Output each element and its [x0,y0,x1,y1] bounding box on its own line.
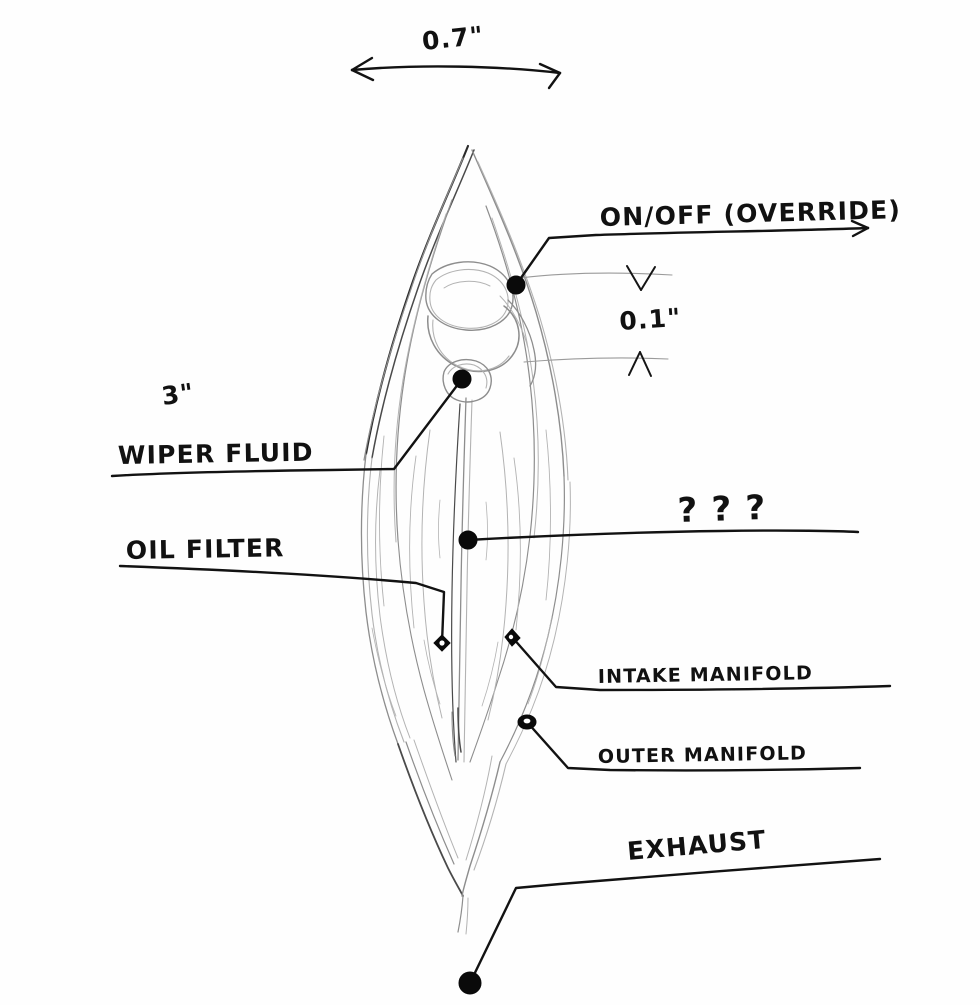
callout-dots [433,275,537,995]
dot-outer-manifold [517,714,537,730]
width-dimension-label: 0.7" [421,21,486,56]
dot-wiper-fluid [452,369,472,389]
on-off-override-label: ON/OFF (OVERRIDE) [599,195,901,232]
dot-unknown [458,530,478,550]
exhaust-label: EXHAUST [626,825,768,866]
unknown-label: ? ? ? [677,488,767,531]
dot-intake-manifold [504,628,521,647]
dot-on-off-override [506,275,526,295]
dot-exhaust [458,971,482,995]
wiper-fluid-label: WIPER FLUID [118,438,314,470]
oil-filter-label: OIL FILTER [126,533,285,565]
gap-dimension-label: 0.1" [618,303,682,336]
dot-oil-filter [433,634,451,652]
leader-lines [110,219,892,985]
pencil-sketch-form [360,144,571,935]
gap-dimension-marks [519,265,673,377]
height-dimension-label: 3" [160,378,197,411]
intake-manifold-label: INTAKE MANIFOLD [598,662,813,688]
annotation-text: 0.7" ON/OFF (OVERRIDE) 0.1" 3" WIPER FLU… [118,21,902,866]
outer-manifold-label: OUTER MANIFOLD [598,742,808,768]
width-dimension-arrow [350,56,562,90]
